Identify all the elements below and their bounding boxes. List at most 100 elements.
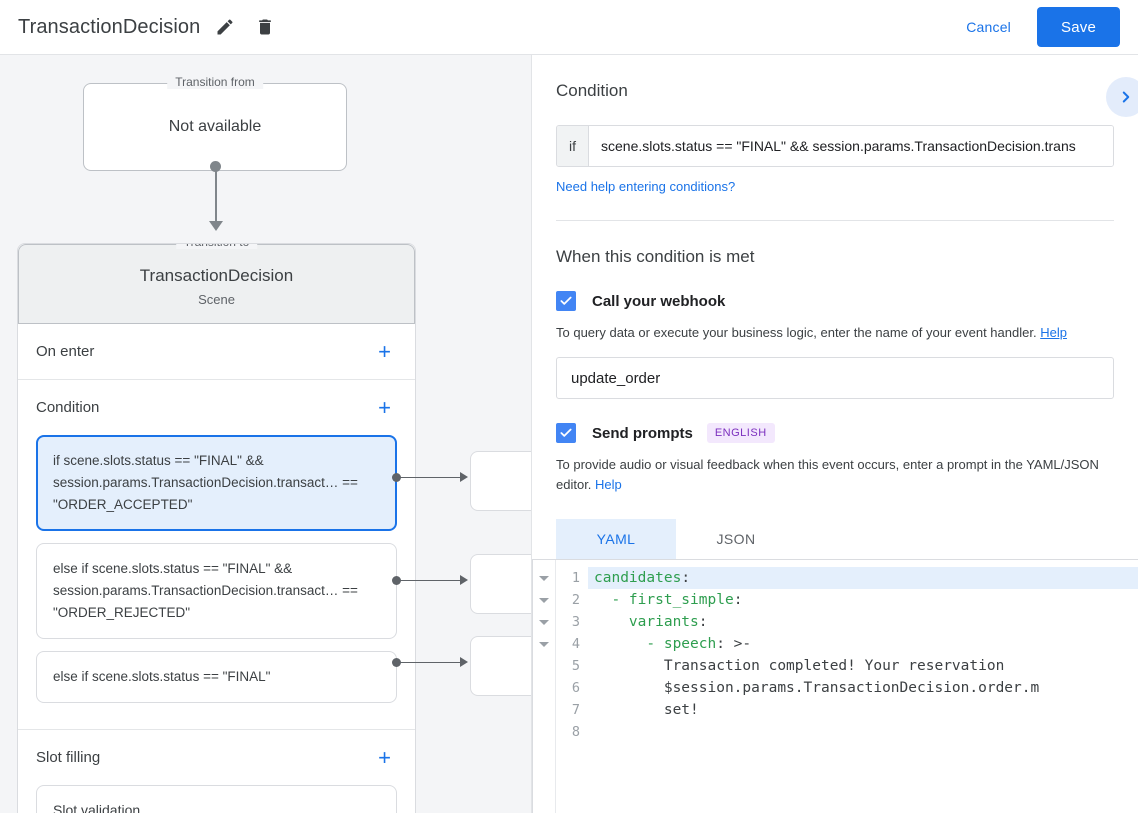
section-slot-filling-head: Slot filling + — [36, 730, 397, 785]
yaml-editor[interactable]: 1 2 3 4 5 6 7 8 candidates: - first_simp… — [532, 559, 1138, 813]
line-number: 8 — [571, 724, 580, 740]
fold-toggle[interactable] — [533, 589, 555, 611]
condition-edge-line — [400, 477, 462, 478]
slot-validation-card[interactable]: Slot validation — [36, 785, 397, 813]
section-condition-head: Condition + — [36, 380, 397, 435]
call-webhook-checkbox[interactable] — [556, 291, 576, 311]
webhook-help-link[interactable]: Help — [1040, 325, 1067, 340]
condition-section: Condition if Need help entering conditio… — [532, 55, 1138, 221]
editor-code-area[interactable]: candidates: - first_simple: variants: - … — [588, 560, 1138, 813]
prompts-help-link[interactable]: Help — [595, 477, 622, 492]
code-line: variants: — [594, 614, 708, 630]
scene-header[interactable]: Transition to TransactionDecision Scene — [18, 244, 415, 324]
transition-from-legend: Transition from — [167, 75, 263, 89]
add-on-enter-button[interactable]: + — [378, 338, 391, 364]
condition-edge-dot — [392, 576, 401, 585]
section-condition-title: Condition — [36, 399, 100, 416]
prompts-description: To provide audio or visual feedback when… — [556, 455, 1114, 495]
section-on-enter-head: On enter + — [36, 324, 397, 379]
condition-edge-line — [400, 580, 462, 581]
slot-filling-list: Slot validation — [36, 785, 397, 813]
transition-to-legend: Transition to — [175, 244, 258, 249]
condition-card[interactable]: else if scene.slots.status == "FINAL" — [36, 651, 397, 703]
editor-fold-column — [533, 560, 556, 813]
cancel-button[interactable]: Cancel — [952, 11, 1025, 43]
line-number: 1 — [571, 570, 580, 586]
line-number: 4 — [571, 636, 580, 652]
trash-icon[interactable] — [250, 12, 280, 42]
add-condition-button[interactable]: + — [378, 394, 391, 420]
condition-edge-line — [400, 662, 462, 663]
line-number: 3 — [571, 614, 580, 630]
add-slot-filling-button[interactable]: + — [378, 744, 391, 770]
pane-divider — [531, 55, 532, 813]
prompts-description-text: To provide audio or visual feedback when… — [556, 457, 1099, 492]
condition-list: if scene.slots.status == "FINAL" && sess… — [36, 435, 397, 729]
webhook-description-text: To query data or execute your business l… — [556, 325, 1037, 340]
condition-input-wrap[interactable]: if — [556, 125, 1114, 167]
when-met-heading: When this condition is met — [556, 247, 755, 266]
save-button[interactable]: Save — [1037, 7, 1120, 47]
page-title: TransactionDecision — [18, 15, 201, 38]
code-line: - speech: >- — [594, 636, 752, 652]
webhook-handler-input[interactable] — [556, 357, 1114, 399]
target-stub-box[interactable] — [470, 554, 531, 614]
condition-edge-arrowhead — [460, 472, 468, 482]
section-slot-filling-title: Slot filling — [36, 749, 101, 766]
details-panel: Condition if Need help entering conditio… — [532, 55, 1138, 813]
section-on-enter-title: On enter — [36, 343, 95, 360]
pencil-icon[interactable] — [210, 12, 240, 42]
code-line: set! — [594, 702, 699, 718]
condition-card[interactable]: else if scene.slots.status == "FINAL" &&… — [36, 543, 397, 639]
section-slot-filling: Slot filling + Slot validation — [18, 730, 415, 813]
editor-gutter: 1 2 3 4 5 6 7 8 — [556, 560, 588, 813]
tab-yaml[interactable]: YAML — [556, 519, 676, 559]
chevron-right-icon[interactable] — [1106, 77, 1138, 117]
line-number: 2 — [571, 592, 580, 608]
target-stub-box[interactable] — [470, 451, 531, 511]
scene-card: Transition to TransactionDecision Scene … — [17, 243, 416, 813]
transition-from-box[interactable]: Transition from Not available — [83, 75, 347, 171]
fold-toggle[interactable] — [533, 633, 555, 655]
top-bar: TransactionDecision Cancel Save — [0, 0, 1138, 55]
code-line: - first_simple: — [594, 592, 743, 608]
flow-canvas: Transition from Not available Transition… — [0, 55, 531, 813]
condition-prefix-label: if — [557, 126, 589, 166]
scene-name: TransactionDecision — [139, 266, 294, 285]
condition-help-link[interactable]: Need help entering conditions? — [556, 179, 736, 194]
condition-card-selected[interactable]: if scene.slots.status == "FINAL" && sess… — [36, 435, 397, 531]
section-condition: Condition + if scene.slots.status == "FI… — [18, 380, 415, 730]
line-number: 7 — [571, 702, 580, 718]
tab-json[interactable]: JSON — [716, 531, 756, 547]
editor-format-tabs: YAML JSON — [556, 519, 1114, 559]
line-number: 6 — [571, 680, 580, 696]
code-line: Transaction completed! Your reservation — [594, 658, 1005, 674]
section-on-enter: On enter + — [18, 324, 415, 380]
condition-edge-dot — [392, 658, 401, 667]
condition-edge-arrowhead — [460, 657, 468, 667]
webhook-checkbox-row: Call your webhook — [556, 291, 1114, 311]
send-prompts-checkbox[interactable] — [556, 423, 576, 443]
condition-edge-dot — [392, 473, 401, 482]
webhook-description: To query data or execute your business l… — [556, 323, 1114, 343]
scene-type: Scene — [198, 292, 235, 307]
code-line — [588, 721, 1138, 743]
connector-line — [215, 166, 217, 224]
fold-toggle[interactable] — [533, 611, 555, 633]
send-prompts-label: Send prompts — [592, 424, 693, 442]
section-divider — [556, 220, 1114, 221]
fold-toggle[interactable] — [533, 567, 555, 589]
condition-input[interactable] — [589, 126, 1113, 166]
transition-from-value: Not available — [168, 118, 262, 135]
when-condition-met-section: When this condition is met Call your web… — [532, 221, 1138, 559]
connector-arrowhead — [209, 221, 223, 231]
send-prompts-checkbox-row: Send prompts ENGLISH — [556, 423, 1114, 443]
language-badge: ENGLISH — [706, 423, 775, 443]
call-webhook-label: Call your webhook — [592, 292, 726, 310]
line-number: 5 — [571, 658, 580, 674]
condition-edge-arrowhead — [460, 575, 468, 585]
target-stub-box[interactable] — [470, 636, 531, 696]
condition-section-heading: Condition — [556, 81, 628, 100]
code-line: $session.params.TransactionDecision.orde… — [594, 680, 1040, 696]
